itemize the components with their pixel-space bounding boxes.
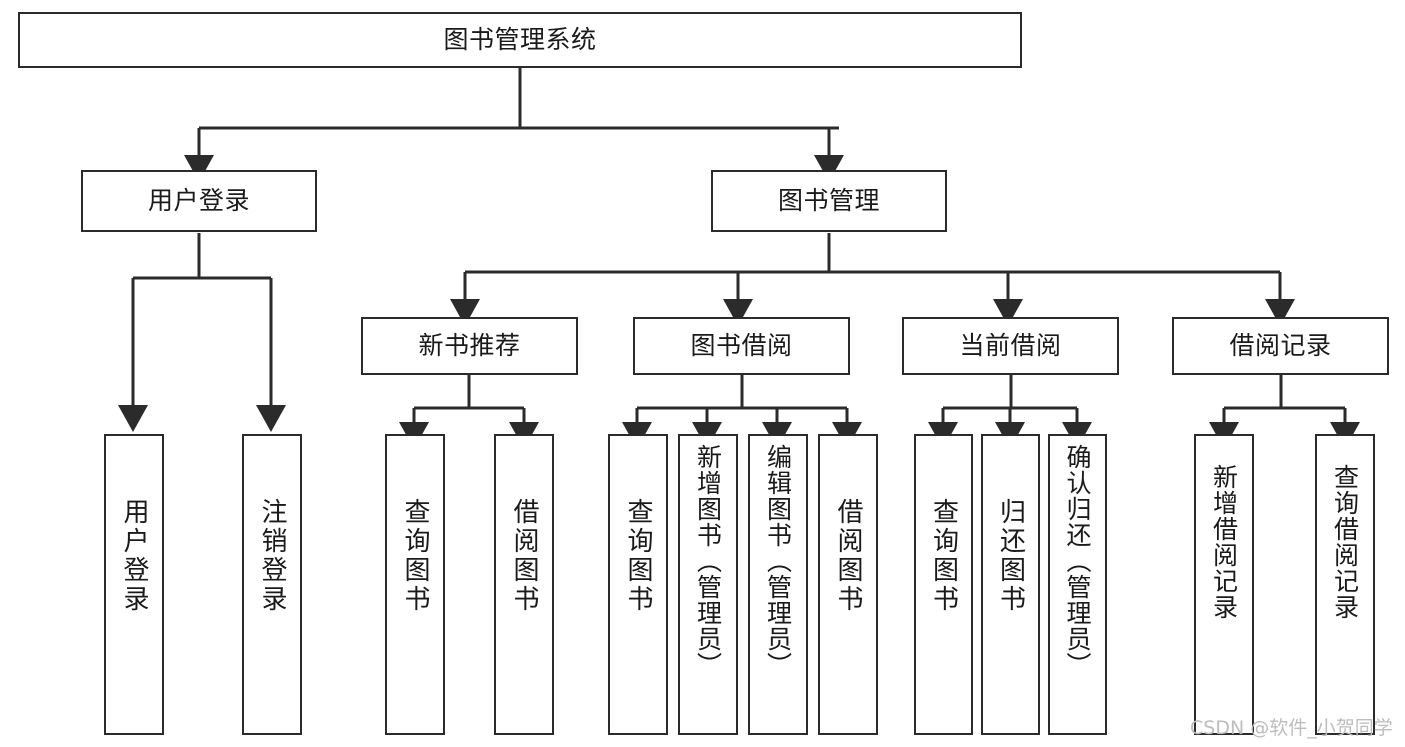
node-new-book-recommend-label: 新书推荐 [418, 330, 521, 360]
node-leaf-confirm-return[interactable]: 确认归还（管理员） [1048, 434, 1107, 735]
node-leaf-add-borrow-record[interactable]: 新增借阅记录 [1194, 434, 1254, 735]
node-current-borrow[interactable]: 当前借阅 [902, 317, 1119, 375]
node-leaf-add-borrow-record-label: 新增借阅记录 [1209, 464, 1239, 620]
node-leaf-query-book-3[interactable]: 查询图书 [914, 434, 973, 735]
node-leaf-return-book[interactable]: 归还图书 [981, 434, 1040, 735]
node-user-login[interactable]: 用户登录 [81, 170, 317, 232]
node-leaf-return-book-label: 归还图书 [995, 498, 1026, 614]
watermark-text: CSDN @软件_小贺同学 [1190, 717, 1393, 739]
node-leaf-query-book-3-label: 查询图书 [928, 498, 959, 614]
node-root-label: 图书管理系统 [443, 24, 597, 54]
node-book-management[interactable]: 图书管理 [711, 170, 947, 232]
node-book-borrow-label: 图书借阅 [690, 330, 793, 360]
node-user-login-label: 用户登录 [147, 185, 250, 215]
node-leaf-logout-login-label: 注销登录 [257, 498, 287, 614]
node-leaf-user-login[interactable]: 用户登录 [104, 434, 164, 735]
node-book-borrow[interactable]: 图书借阅 [633, 317, 850, 375]
node-leaf-logout-login[interactable]: 注销登录 [242, 434, 302, 735]
node-leaf-borrow-book-2-label: 借阅图书 [833, 498, 863, 614]
node-leaf-query-book-2[interactable]: 查询图书 [608, 434, 668, 735]
node-leaf-borrow-book-1-label: 借阅图书 [509, 498, 539, 614]
node-leaf-edit-book-label: 编辑图书（管理员） [763, 444, 793, 678]
node-leaf-query-book-1[interactable]: 查询图书 [385, 434, 445, 735]
node-leaf-borrow-book-1[interactable]: 借阅图书 [494, 434, 554, 735]
node-book-management-label: 图书管理 [777, 185, 880, 215]
node-root[interactable]: 图书管理系统 [18, 12, 1022, 68]
node-leaf-query-book-1-label: 查询图书 [400, 498, 430, 614]
node-leaf-user-login-label: 用户登录 [119, 498, 149, 614]
node-new-book-recommend[interactable]: 新书推荐 [361, 317, 578, 375]
node-borrow-record-label: 借阅记录 [1229, 330, 1332, 360]
node-current-borrow-label: 当前借阅 [959, 330, 1062, 360]
node-leaf-edit-book[interactable]: 编辑图书（管理员） [748, 434, 808, 735]
node-leaf-query-borrow-record-label: 查询借阅记录 [1330, 464, 1360, 620]
node-leaf-query-book-2-label: 查询图书 [623, 498, 653, 614]
node-leaf-add-book-label: 新增图书（管理员） [693, 444, 723, 678]
node-borrow-record[interactable]: 借阅记录 [1172, 317, 1389, 375]
node-leaf-add-book[interactable]: 新增图书（管理员） [678, 434, 738, 735]
node-leaf-borrow-book-2[interactable]: 借阅图书 [818, 434, 878, 735]
node-leaf-query-borrow-record[interactable]: 查询借阅记录 [1315, 434, 1375, 735]
node-leaf-confirm-return-label: 确认归还（管理员） [1063, 444, 1092, 678]
